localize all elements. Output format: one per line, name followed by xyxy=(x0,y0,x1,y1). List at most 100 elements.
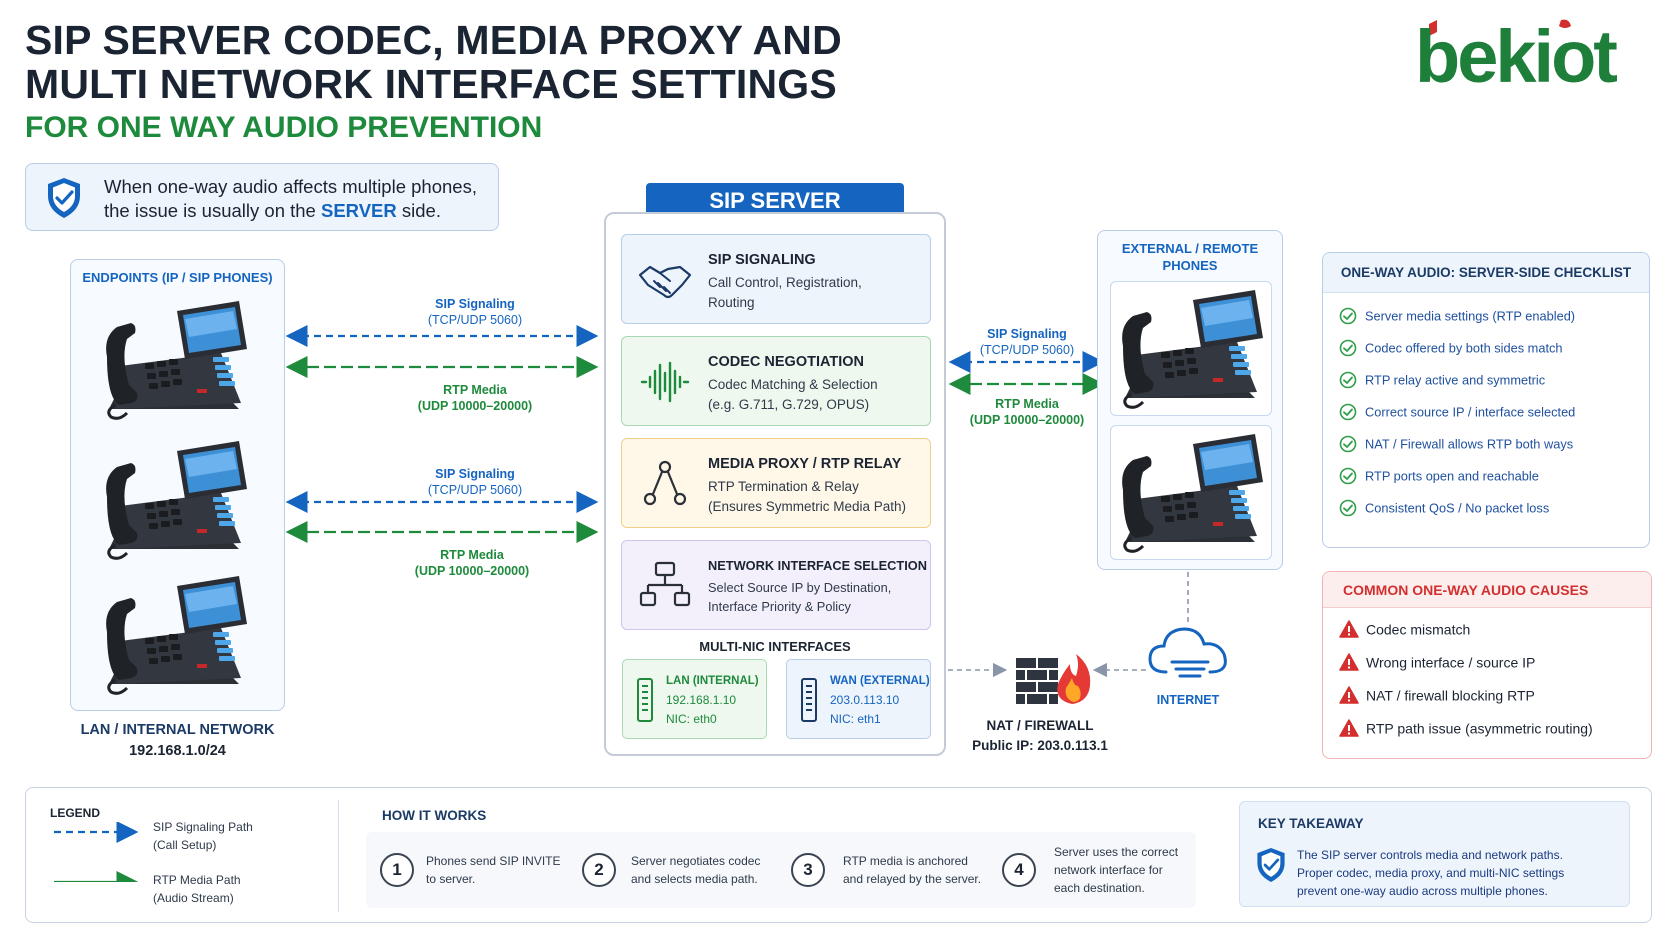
check-circle-icon xyxy=(1339,499,1357,517)
relay-nodes-icon xyxy=(636,455,694,513)
check-circle-icon xyxy=(1339,307,1357,325)
module-title: SIP SIGNALING xyxy=(708,252,816,268)
checklist-item: RTP ports open and reachable xyxy=(1339,467,1539,485)
notice-line-2-prefix: the issue is usually on the xyxy=(104,200,316,221)
nic-device-icon xyxy=(799,677,819,723)
warning-icon xyxy=(1339,686,1359,705)
key-takeaway-text: The SIP server controls media and networ… xyxy=(1297,848,1565,898)
warning-icon xyxy=(1339,620,1359,639)
cause-item: RTP path issue (asymmetric routing) xyxy=(1339,719,1593,738)
check-circle-icon xyxy=(1339,403,1357,421)
notice-line-2-suffix: side. xyxy=(401,200,441,221)
module-desc-1: Call Control, Registration, xyxy=(708,275,862,290)
nic-name: NIC: eth0 xyxy=(666,712,717,726)
module-desc-1: Select Source IP by Destination, xyxy=(708,580,892,595)
common-causes-panel: COMMON ONE-WAY AUDIO CAUSES Codec mismat… xyxy=(1322,571,1652,759)
ip-phone-icon xyxy=(1117,430,1267,555)
lan-network-ip: 192.168.1.0/24 xyxy=(129,743,226,759)
external-title: EXTERNAL / REMOTE PHONES xyxy=(1121,241,1259,273)
check-circle-icon xyxy=(1339,339,1357,357)
nic-ip: 203.0.113.10 xyxy=(830,693,900,707)
legend-rtp-text: RTP Media Path (Audio Stream) xyxy=(153,873,241,905)
step-number: 2 xyxy=(582,853,616,887)
ext-sip-label: SIP Signaling (TCP/UDP 5060) xyxy=(979,327,1075,357)
check-circle-icon xyxy=(1339,467,1357,485)
cause-item: NAT / firewall blocking RTP xyxy=(1339,686,1535,705)
check-circle-icon xyxy=(1339,371,1357,389)
internet-label: INTERNET xyxy=(1156,693,1220,707)
handshake-icon xyxy=(636,251,694,309)
module-title: NETWORK INTERFACE SELECTION xyxy=(708,558,927,573)
key-takeaway-title: KEY TAKEAWAY xyxy=(1258,816,1364,831)
ip-phone-icon xyxy=(1117,286,1267,411)
legend-divider xyxy=(338,800,339,912)
page-subtitle: FOR ONE WAY AUDIO PREVENTION xyxy=(25,111,543,144)
module-desc-2: (e.g. G.711, G.729, OPUS) xyxy=(708,397,870,412)
checklist-item: RTP relay active and symmetric xyxy=(1339,371,1545,389)
warning-icon xyxy=(1339,719,1359,738)
module-title: CODEC NEGOTIATION xyxy=(708,354,865,370)
external-phone-card xyxy=(1110,281,1272,416)
module-title: MEDIA PROXY / RTP RELAY xyxy=(708,456,902,472)
checklist-item: Server media settings (RTP enabled) xyxy=(1339,307,1575,325)
nic-title: LAN (INTERNAL) xyxy=(666,675,759,687)
nic-details: 203.0.113.10 NIC: eth1 xyxy=(830,691,899,729)
cause-item: Codec mismatch xyxy=(1339,620,1470,639)
waveform-icon xyxy=(636,353,694,411)
notice-line-1: When one-way audio affects multiple phon… xyxy=(104,176,477,197)
check-circle-icon xyxy=(1339,435,1357,453)
multi-nic-label: MULTI-NIC INTERFACES xyxy=(699,639,851,654)
legend-sip-text: SIP Signaling Path (Call Setup) xyxy=(153,820,253,852)
lan-2-sip-label: SIP Signaling (TCP/UDP 5060) xyxy=(427,467,523,497)
nic-device-icon xyxy=(635,677,655,723)
external-phones-panel: EXTERNAL / REMOTE PHONES xyxy=(1097,230,1283,570)
page-title-line-1: SIP SERVER CODEC, MEDIA PROXY AND xyxy=(25,17,842,63)
nic-lan-card: LAN (INTERNAL) 192.168.1.10 NIC: eth0 xyxy=(622,659,767,739)
checklist-item: NAT / Firewall allows RTP both ways xyxy=(1339,435,1573,453)
warning-icon xyxy=(1339,653,1359,672)
checklist-item: Consistent QoS / No packet loss xyxy=(1339,499,1549,517)
cause-item: Wrong interface / source IP xyxy=(1339,653,1535,672)
step-number: 4 xyxy=(1002,853,1036,887)
bekiot-logo: bekiot xyxy=(1415,15,1650,98)
nat-firewall-label: NAT / FIREWALL Public IP: 203.0.113.1 xyxy=(972,718,1108,753)
module-desc-2: (Ensures Symmetric Media Path) xyxy=(708,499,907,514)
svg-text:bekiot: bekiot xyxy=(1415,18,1617,98)
step-number: 1 xyxy=(380,853,414,887)
module-network-interface-selection: NETWORK INTERFACE SELECTION Select Sourc… xyxy=(621,540,931,630)
nic-details: 192.168.1.10 NIC: eth0 xyxy=(666,691,736,729)
server-side-checklist: ONE-WAY AUDIO: SERVER-SIDE CHECKLIST Ser… xyxy=(1322,252,1650,548)
nic-ip: 192.168.1.10 xyxy=(666,693,737,707)
checklist-item: Correct source IP / interface selected xyxy=(1339,403,1575,421)
endpoints-title: ENDPOINTS (IP / SIP PHONES) xyxy=(82,270,273,285)
module-desc-1: RTP Termination & Relay xyxy=(708,479,859,494)
server-side-notice: When one-way audio affects multiple phon… xyxy=(25,163,499,231)
module-desc-1: Codec Matching & Selection xyxy=(708,377,878,392)
legend-arrows xyxy=(54,822,139,882)
module-desc-2: Interface Priority & Policy xyxy=(708,599,851,614)
step-number: 3 xyxy=(791,853,825,887)
lan-2-rtp-label: RTP Media (UDP 10000–20000) xyxy=(414,548,530,578)
firewall-icon xyxy=(1014,650,1094,706)
how-it-works-title: HOW IT WORKS xyxy=(382,808,487,823)
page-title-line-2: MULTI NETWORK INTERFACE SETTINGS xyxy=(25,61,837,107)
checklist-title: ONE-WAY AUDIO: SERVER-SIDE CHECKLIST xyxy=(1323,253,1649,293)
module-sip-signaling: SIP SIGNALING Call Control, Registration… xyxy=(621,234,931,324)
nic-wan-card: WAN (EXTERNAL) 203.0.113.10 NIC: eth1 xyxy=(786,659,931,739)
module-media-proxy: MEDIA PROXY / RTP RELAY RTP Termination … xyxy=(621,438,931,528)
ext-rtp-label: RTP Media (UDP 10000–20000) xyxy=(969,397,1085,427)
lan-network-label: LAN / INTERNAL NETWORK xyxy=(80,722,275,738)
lan-1-rtp-label: RTP Media (UDP 10000–20000) xyxy=(417,383,533,413)
lan-1-sip-label: SIP Signaling (TCP/UDP 5060) xyxy=(427,297,523,327)
network-tree-icon xyxy=(636,557,694,615)
external-phone-card xyxy=(1110,425,1272,560)
legend-title: LEGEND xyxy=(50,806,101,820)
nic-title: WAN (EXTERNAL) xyxy=(830,675,930,687)
checklist-item: Codec offered by both sides match xyxy=(1339,339,1563,357)
